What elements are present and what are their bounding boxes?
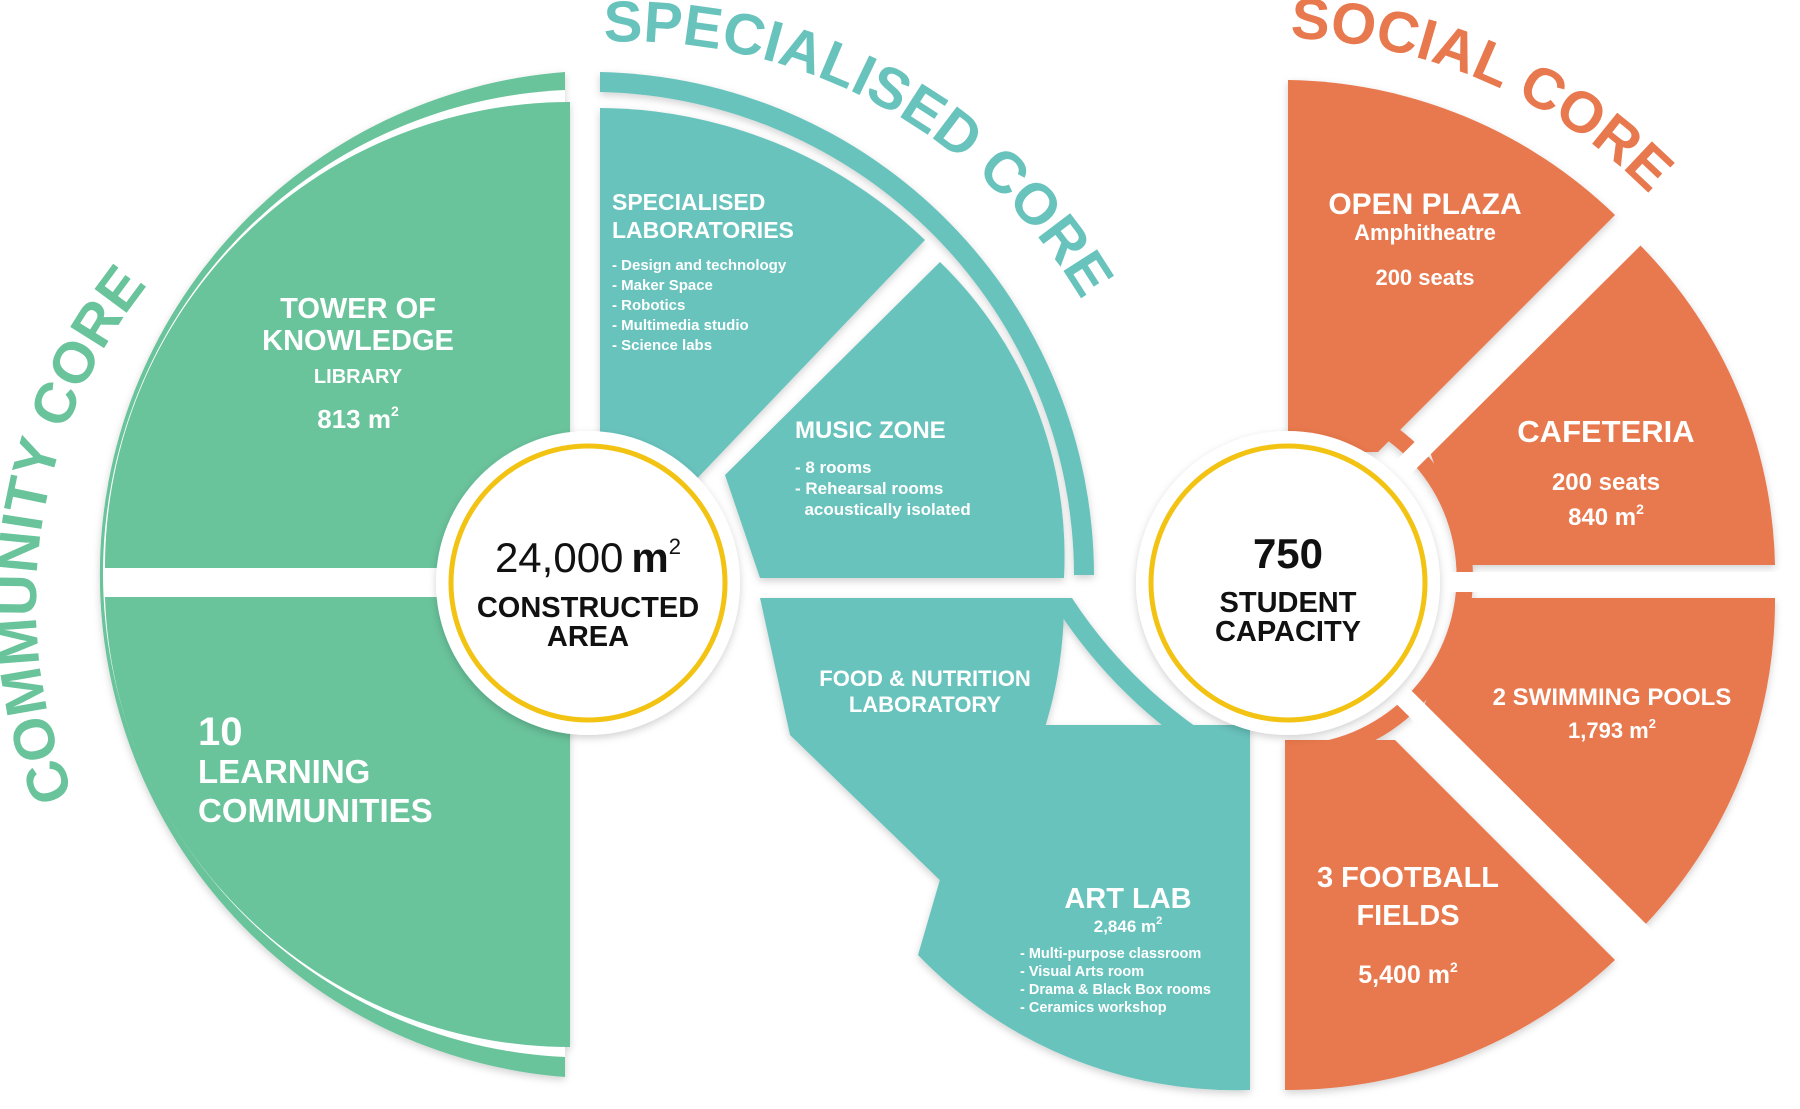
pools-title: 2 SWIMMING POOLS: [1493, 684, 1732, 711]
art-item: - Ceramics workshop: [1020, 1000, 1167, 1016]
plaza-seats: 200 seats: [1375, 265, 1474, 290]
learning-label-1: LEARNING: [198, 753, 370, 790]
student-capacity-value: 750: [1253, 530, 1323, 577]
music-title: MUSIC ZONE: [795, 417, 946, 444]
learning-number: 10: [198, 710, 243, 754]
tower-subtitle: LIBRARY: [314, 366, 403, 388]
tower-title-1: TOWER OF: [280, 293, 436, 325]
student-capacity-label-1: STUDENT: [1220, 587, 1357, 619]
food-title-2: LABORATORY: [849, 692, 1002, 717]
art-title: ART LAB: [1064, 883, 1191, 915]
music-zone-sector: [725, 262, 1065, 578]
football-fields-sector: [1285, 740, 1615, 1091]
cafeteria-area: 840 m2: [1568, 501, 1644, 531]
football-title-1: 3 FOOTBALL: [1317, 862, 1499, 894]
labs-title-2: LABORATORIES: [612, 217, 794, 243]
tower-of-knowledge-sector: [104, 102, 571, 568]
art-item: - Drama & Black Box rooms: [1020, 982, 1211, 998]
football-area: 5,400 m2: [1358, 959, 1458, 989]
constructed-area-label-1: CONSTRUCTED: [477, 592, 699, 624]
specialised-core: [600, 72, 1250, 1091]
labs-item: - Maker Space: [612, 277, 713, 294]
music-item: acoustically isolated: [795, 500, 971, 519]
cafeteria-seats: 200 seats: [1552, 469, 1660, 496]
center-right: [1136, 431, 1440, 735]
open-plaza-sector: [1288, 80, 1615, 452]
art-item: - Multi-purpose classroom: [1020, 946, 1201, 962]
plaza-subtitle: Amphitheatre: [1354, 220, 1496, 245]
cafeteria-title: CAFETERIA: [1517, 414, 1694, 449]
swimming-pools-sector: [1420, 598, 1776, 930]
tower-area: 813 m2: [317, 403, 399, 434]
football-title-2: FIELDS: [1356, 900, 1459, 932]
art-item: - Visual Arts room: [1020, 964, 1144, 980]
labs-title-1: SPECIALISED: [612, 189, 765, 215]
art-lab-sector: [918, 725, 1250, 1091]
art-area: 2,846 m2: [1094, 915, 1163, 936]
food-title-1: FOOD & NUTRITION: [819, 666, 1030, 691]
labs-item: - Design and technology: [612, 257, 787, 274]
labs-item: - Robotics: [612, 297, 685, 314]
community-core: [99, 72, 571, 1077]
pools-area: 1,793 m2: [1568, 716, 1656, 743]
music-item: - 8 rooms: [795, 458, 872, 477]
specialised-labs-sector: [600, 108, 925, 580]
specialised-inner-band: [1050, 598, 1250, 782]
learning-communities-sector: [105, 597, 570, 1047]
social-core: [1285, 80, 1776, 1091]
music-item: - Rehearsal rooms: [795, 479, 943, 498]
plaza-title: OPEN PLAZA: [1328, 188, 1521, 221]
learning-label-2: COMMUNITIES: [198, 792, 433, 829]
student-capacity-label-2: CAPACITY: [1215, 616, 1361, 648]
labs-item: - Science labs: [612, 337, 712, 354]
labs-item: - Multimedia studio: [612, 317, 749, 334]
tower-title-2: KNOWLEDGE: [262, 325, 454, 357]
constructed-area-label-2: AREA: [547, 621, 629, 653]
center-left: [436, 431, 740, 735]
cafeteria-sector: [1430, 245, 1775, 565]
